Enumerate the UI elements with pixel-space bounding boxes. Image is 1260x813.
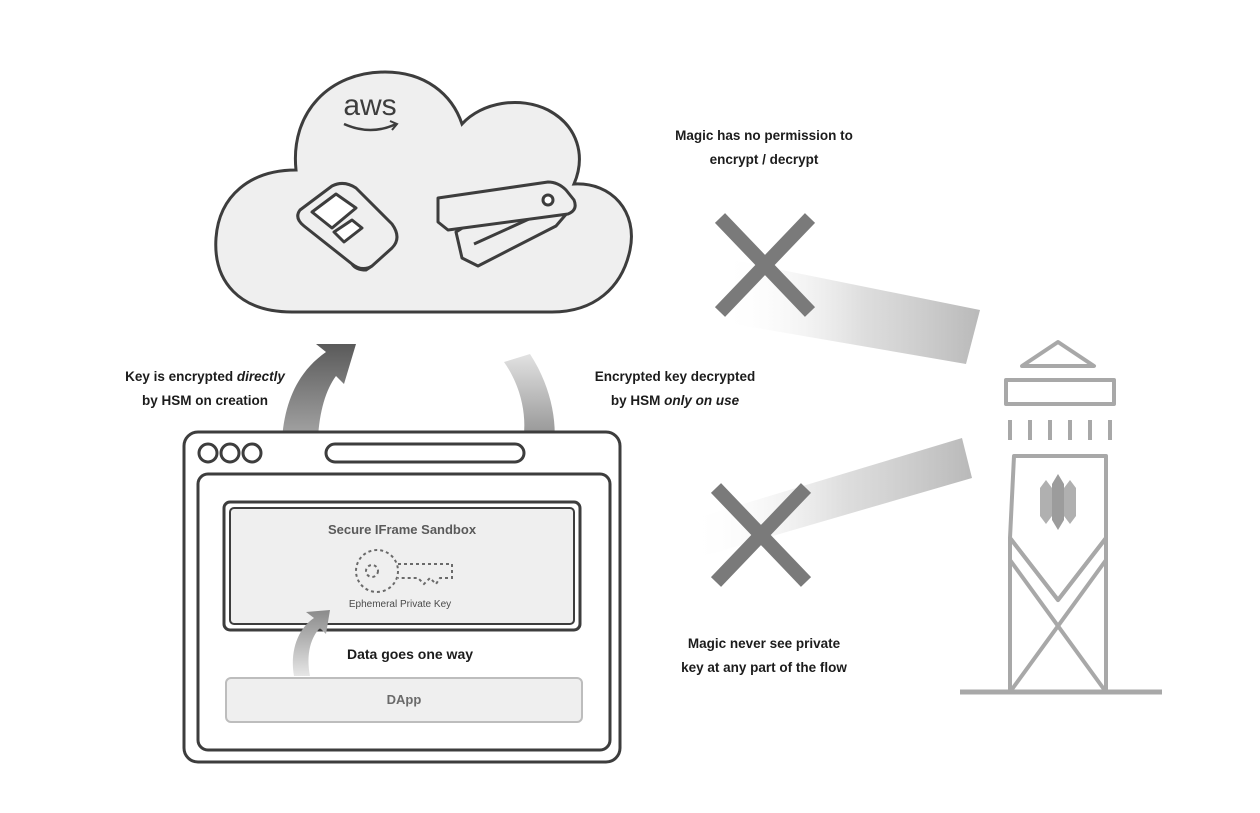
aws-smile-arrow-icon [389,120,399,131]
address-bar [324,442,526,464]
label-encrypted-line1: Key is encrypted directly [60,365,350,389]
window-dot-icon [219,442,241,464]
label-never-see-line1: Magic never see private [687,636,841,651]
lighthouse-railing [1008,420,1112,440]
label-data-one-way: Data goes one way [346,646,474,662]
hsm-device-icon [296,181,399,272]
private-key-icon [355,549,453,593]
label-never-see-key: Magic never see private key at any part … [646,632,882,680]
aws-cloud: aws [214,70,633,314]
dapp-label: DApp [386,692,422,707]
window-dot-icon [197,442,219,464]
dapp-panel [225,677,583,723]
sandbox-panel [229,507,575,625]
label-decrypted-line2-text: by HSM [610,393,665,408]
magic-lighthouse [960,340,1162,695]
sandbox-title: Secure IFrame Sandbox [327,522,477,537]
label-no-permission: Magic has no permission to encrypt / dec… [646,124,882,172]
label-no-permission-line1: Magic has no permission to [675,128,853,143]
label-never-see-line2: key at any part of the flow [681,660,847,675]
aws-smile-icon [343,122,397,132]
arrow-data-flow-icon [292,610,330,676]
window-dot-icon [241,442,263,464]
label-no-permission-line2: encrypt / decrypt [709,152,819,167]
magic-logo-icon [1040,474,1076,530]
top-cross-icon [714,213,816,317]
label-encrypted-line1-text: Key is encrypted [125,369,237,384]
bottom-cross-icon [710,483,812,587]
label-decrypted-on-use: Encrypted key decrypted by HSM only on u… [560,365,790,413]
cloud-shape [214,70,633,314]
label-decrypted-line1: Encrypted key decrypted [594,369,756,384]
key-caption: Ephemeral Private Key [348,599,452,610]
label-encrypted-line2: by HSM on creation [141,393,268,408]
label-decrypted-emphasis: only on use [664,393,740,408]
lighthouse-base [1008,536,1108,694]
browser-window [182,430,622,764]
usb-hardware-key-icon [436,180,577,268]
label-encrypted-emphasis: directly [236,369,285,384]
lighthouse-roof [1020,340,1096,368]
aws-logo-text: aws [343,89,396,122]
lighthouse-lamp-room [1004,378,1116,406]
label-decrypted-line2: by HSM only on use [560,389,790,413]
label-encrypted-on-creation: Key is encrypted directly by HSM on crea… [60,365,350,413]
